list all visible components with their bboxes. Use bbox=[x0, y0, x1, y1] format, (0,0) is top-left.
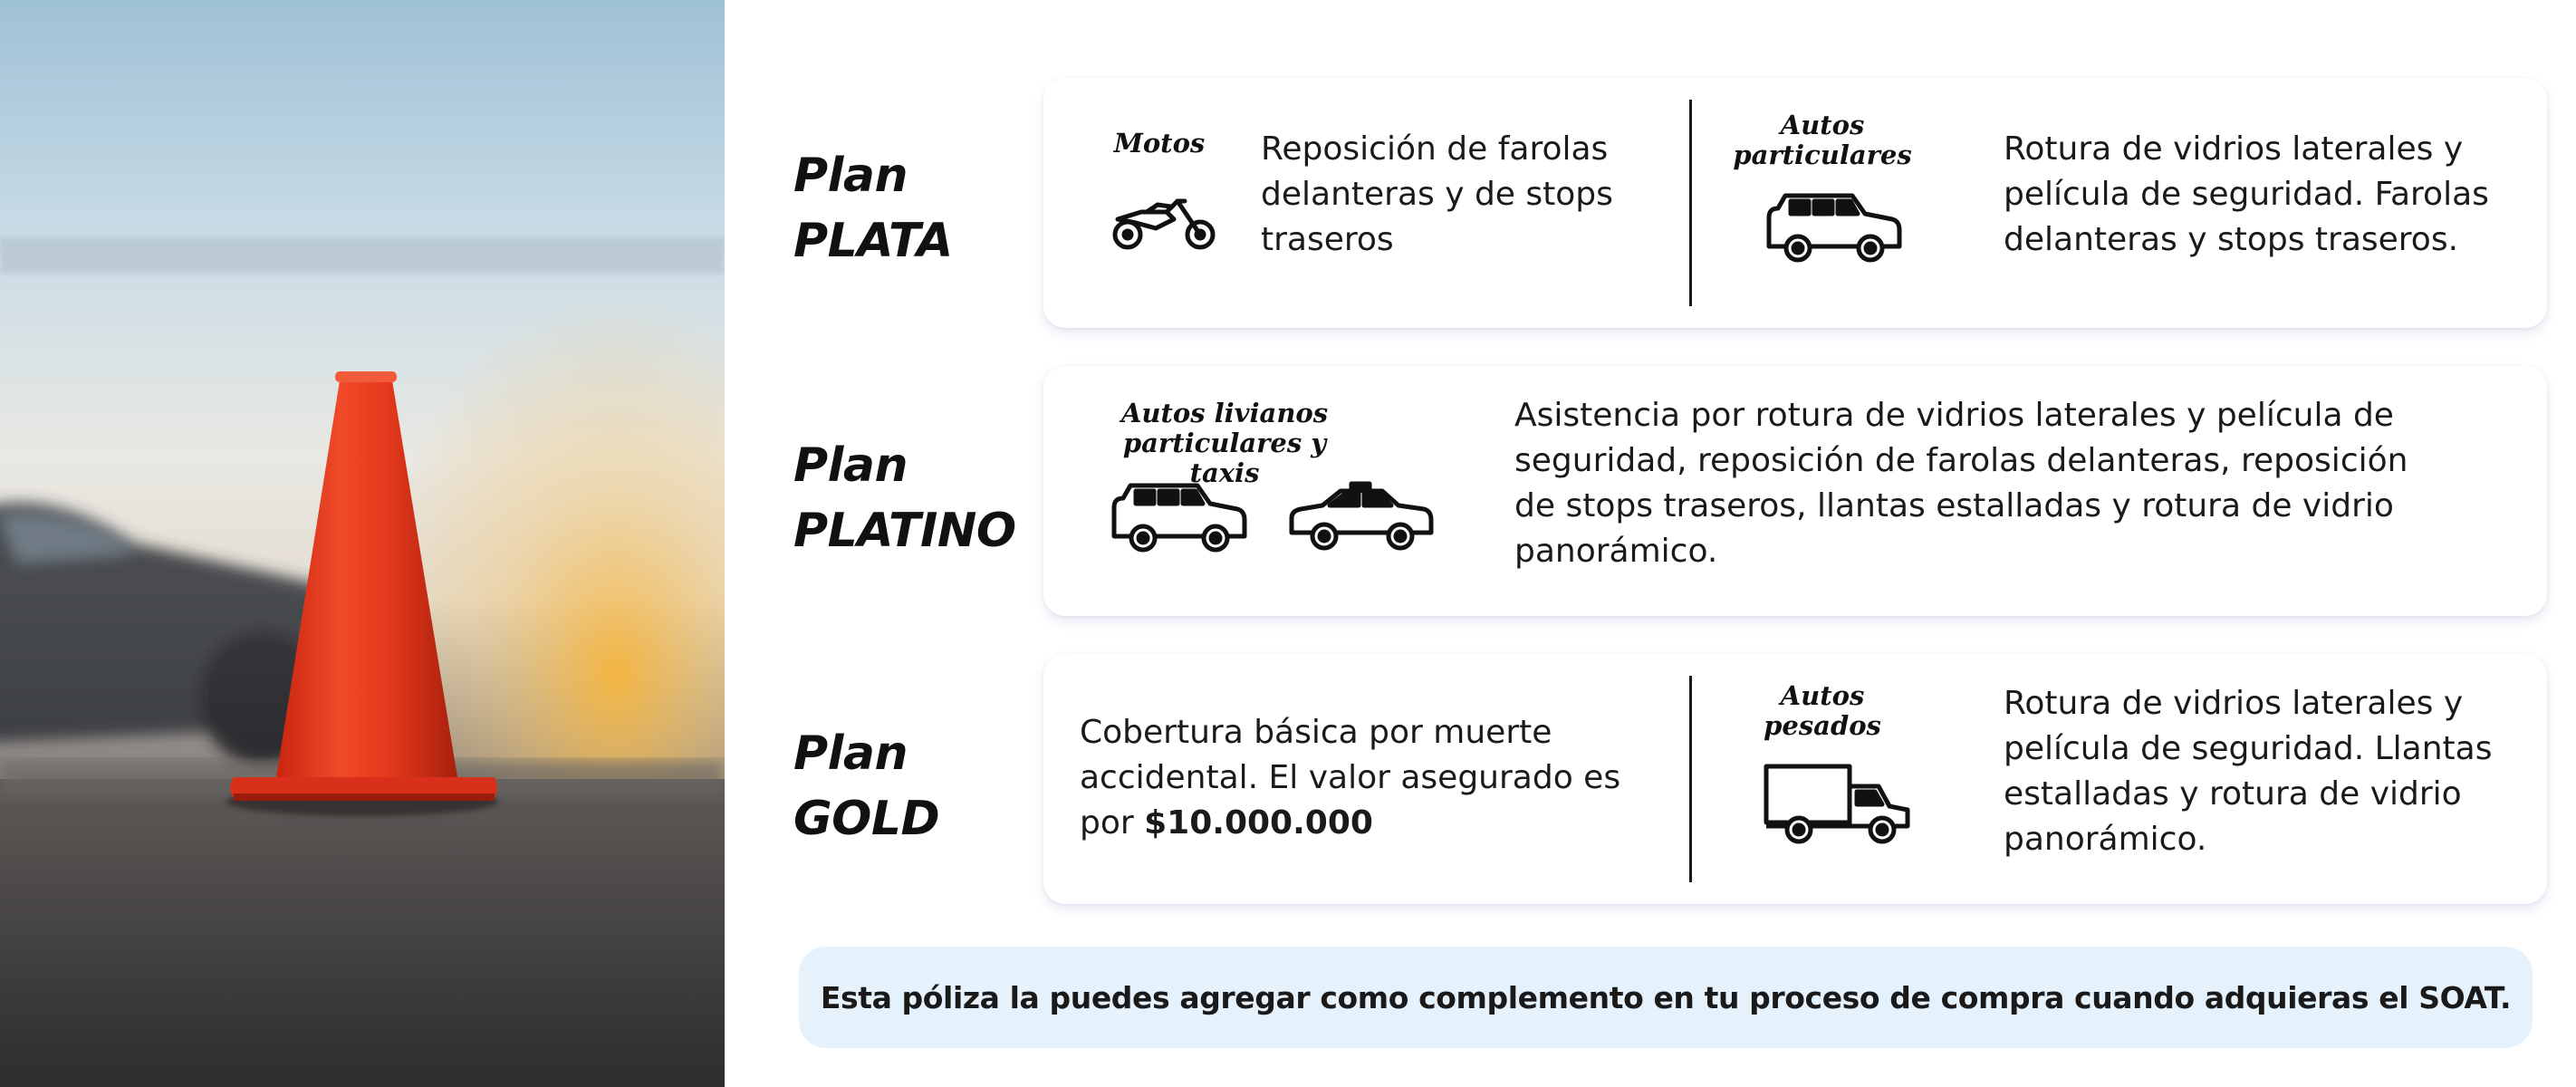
plan-platino-title-line1: Plan bbox=[793, 438, 908, 493]
plan-gold-title-line2: GOLD bbox=[793, 792, 940, 846]
plan-gold-card: Cobertura básica por muerte accidental. … bbox=[1043, 654, 2547, 904]
suv-icon bbox=[1109, 480, 1248, 554]
autos-particulares-label-line2: particulares bbox=[1733, 139, 1912, 170]
sedan-taxi-icon bbox=[1286, 480, 1437, 554]
plan-gold-title-line1: Plan bbox=[793, 726, 908, 781]
plata-motos-desc: Reposición de farolas delanteras y de st… bbox=[1261, 130, 1613, 258]
gold-autos-desc: Rotura de vidrios laterales y película d… bbox=[2004, 685, 2493, 858]
motorcycle-icon bbox=[1110, 192, 1217, 252]
autos-livianos-label-line1: Autos livianos bbox=[1120, 398, 1329, 428]
platino-desc: Asistencia por rotura de vidrios lateral… bbox=[1514, 397, 2408, 570]
plan-platino-title-line2: PLATINO bbox=[793, 504, 1016, 558]
gold-valor-asegurado: $10.000.000 bbox=[1144, 804, 1373, 842]
autos-pesados-label-line2: pesados bbox=[1764, 710, 1881, 741]
plan-platino-card: Autos livianos particulares y taxis Asis… bbox=[1043, 366, 2547, 616]
autos-livianos-label-line2: particulares y taxis bbox=[1122, 428, 1327, 488]
traffic-cone-photo bbox=[0, 0, 725, 1087]
motos-label: Motos bbox=[1113, 128, 1206, 159]
autos-particulares-label: Autos particulares bbox=[1714, 111, 1931, 170]
autos-pesados-label-line1: Autos bbox=[1780, 680, 1865, 711]
plan-plata-card: Motos Reposición de farolas delanteras y… bbox=[1043, 78, 2547, 328]
truck-icon bbox=[1763, 761, 1913, 848]
plata-autos-desc: Rotura de vidrios laterales y película d… bbox=[2004, 130, 2489, 258]
gold-cobertura-desc: Cobertura básica por muerte accidental. … bbox=[1080, 710, 1623, 846]
gold-cobertura-text: Cobertura básica por muerte accidental. … bbox=[1080, 714, 1621, 842]
autos-pesados-label: Autos pesados bbox=[1732, 681, 1913, 741]
plan-plata-title-line1: Plan bbox=[793, 149, 908, 203]
soat-complement-note: Esta póliza la puedes agregar como compl… bbox=[799, 947, 2533, 1048]
plan-plata-title: Plan PLATA bbox=[793, 143, 953, 274]
gold-divider bbox=[1689, 676, 1692, 882]
autos-particulares-label-line1: Autos bbox=[1780, 110, 1865, 140]
suv-icon bbox=[1764, 190, 1903, 265]
plan-plata-title-line2: PLATA bbox=[793, 214, 953, 268]
plata-divider bbox=[1689, 100, 1692, 306]
plan-gold-title: Plan GOLD bbox=[793, 721, 940, 851]
autos-livianos-label: Autos livianos particulares y taxis bbox=[1107, 399, 1342, 488]
plan-platino-title: Plan PLATINO bbox=[793, 433, 1016, 563]
